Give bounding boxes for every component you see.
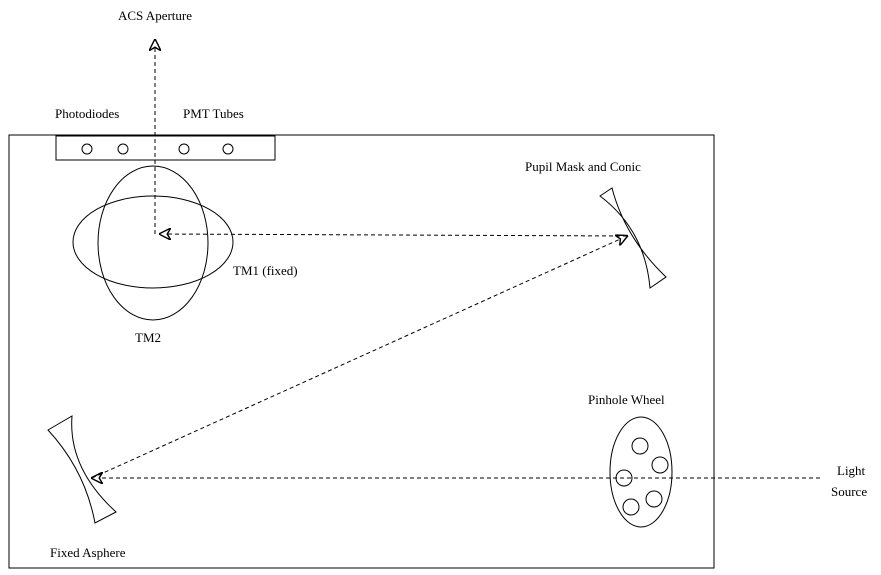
pmt-tube-1	[178, 143, 190, 155]
pupil-mask-conic-mirror	[599, 187, 667, 289]
instrument-enclosure	[8, 134, 715, 569]
acs-aperture-label: ACS Aperture	[118, 8, 192, 23]
ray-pupil-to-tm1	[160, 234, 628, 236]
fixed-asphere-label: Fixed Asphere	[50, 545, 126, 560]
light-label: Light	[837, 463, 866, 478]
tm2-label: TM2	[135, 330, 161, 345]
pinhole-2	[651, 456, 669, 474]
pinhole-1	[631, 437, 649, 455]
source-label: Source	[831, 484, 867, 499]
pupil-mask-label: Pupil Mask and Conic	[525, 159, 641, 174]
ray-asphere-to-pupil	[91, 236, 627, 479]
photodiode-2	[117, 143, 129, 155]
tm1-label: TM1 (fixed)	[233, 263, 298, 278]
pmt-tubes-label: PMT Tubes	[183, 106, 244, 121]
pmt-tube-2	[222, 143, 234, 155]
detector-bar	[55, 135, 276, 161]
tm2-mirror	[97, 165, 209, 321]
pinhole-wheel-label: Pinhole Wheel	[588, 392, 665, 407]
pinhole-wheel	[609, 416, 673, 528]
photodiodes-label: Photodiodes	[55, 106, 119, 121]
fixed-asphere-mirror	[47, 415, 117, 524]
pinhole-5	[622, 498, 640, 516]
tm1-mirror	[72, 195, 234, 289]
photodiode-1	[81, 143, 93, 155]
pinhole-4	[645, 490, 663, 508]
